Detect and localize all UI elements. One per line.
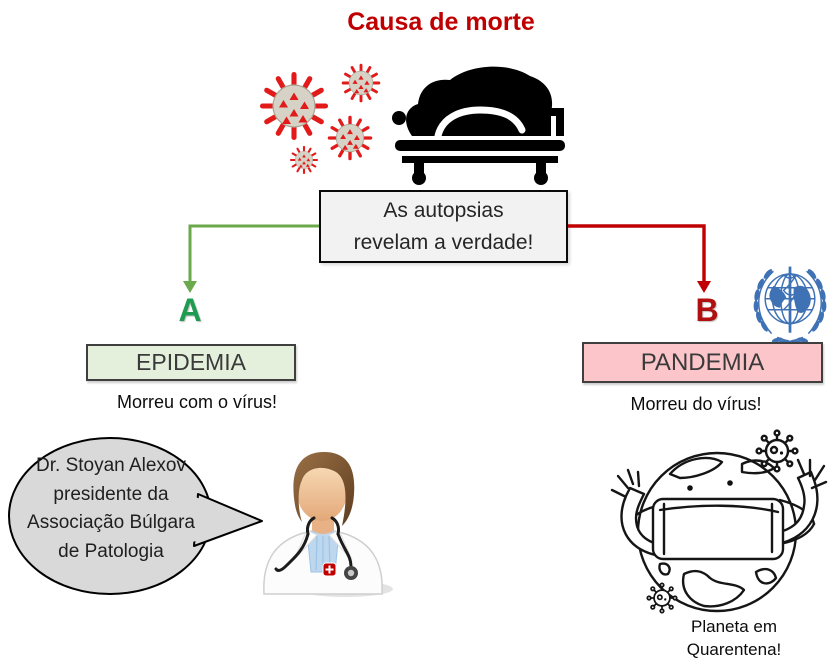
corpse-on-stretcher-icon	[392, 66, 565, 185]
autopsy-statement-line1: As autopsias	[383, 199, 504, 222]
pandemia-caption: Morreu do vírus!	[630, 394, 762, 414]
epidemia-label: EPIDEMIA	[136, 349, 246, 375]
globe-caption-line2: Quarentena!	[686, 639, 782, 659]
virus-cluster-icon	[253, 63, 381, 175]
masked-globe-icon	[610, 429, 828, 614]
doctor-quote-line2: presidente da	[53, 483, 169, 505]
epidemia-caption: Morreu com o vírus!	[116, 392, 278, 412]
globe-caption-line1: Planeta em	[691, 617, 777, 636]
branch-b-letter: B	[695, 292, 719, 328]
speech-bubble-shape	[8, 437, 263, 595]
doctor-quote-line4: de Patologia	[58, 540, 164, 562]
doctor-quote-line3: Associação Búlgara	[27, 512, 195, 533]
branch-a-arrow-line	[188, 224, 319, 281]
autopsy-statement-box: As autopsias revelam a verdade!	[319, 190, 568, 263]
who-emblem-icon	[753, 266, 827, 348]
doctor-avatar-icon	[263, 452, 393, 597]
page-title: Causa de morte	[347, 8, 535, 36]
autopsy-statement-line2: revelam a verdade!	[353, 230, 534, 254]
pandemia-label: PANDEMIA	[640, 348, 765, 376]
doctor-quote-line1: Dr. Stoyan Alexov	[36, 455, 186, 476]
pandemia-box: PANDEMIA	[582, 342, 823, 383]
globe-caption: Planeta em Quarentena!	[634, 616, 834, 662]
doctor-quote-text: Dr. Stoyan Alexov presidente da Associaç…	[20, 452, 202, 566]
branch-a-letter: A	[178, 292, 202, 328]
epidemia-box: EPIDEMIA	[86, 344, 296, 381]
branch-b-arrow-line	[568, 224, 706, 281]
